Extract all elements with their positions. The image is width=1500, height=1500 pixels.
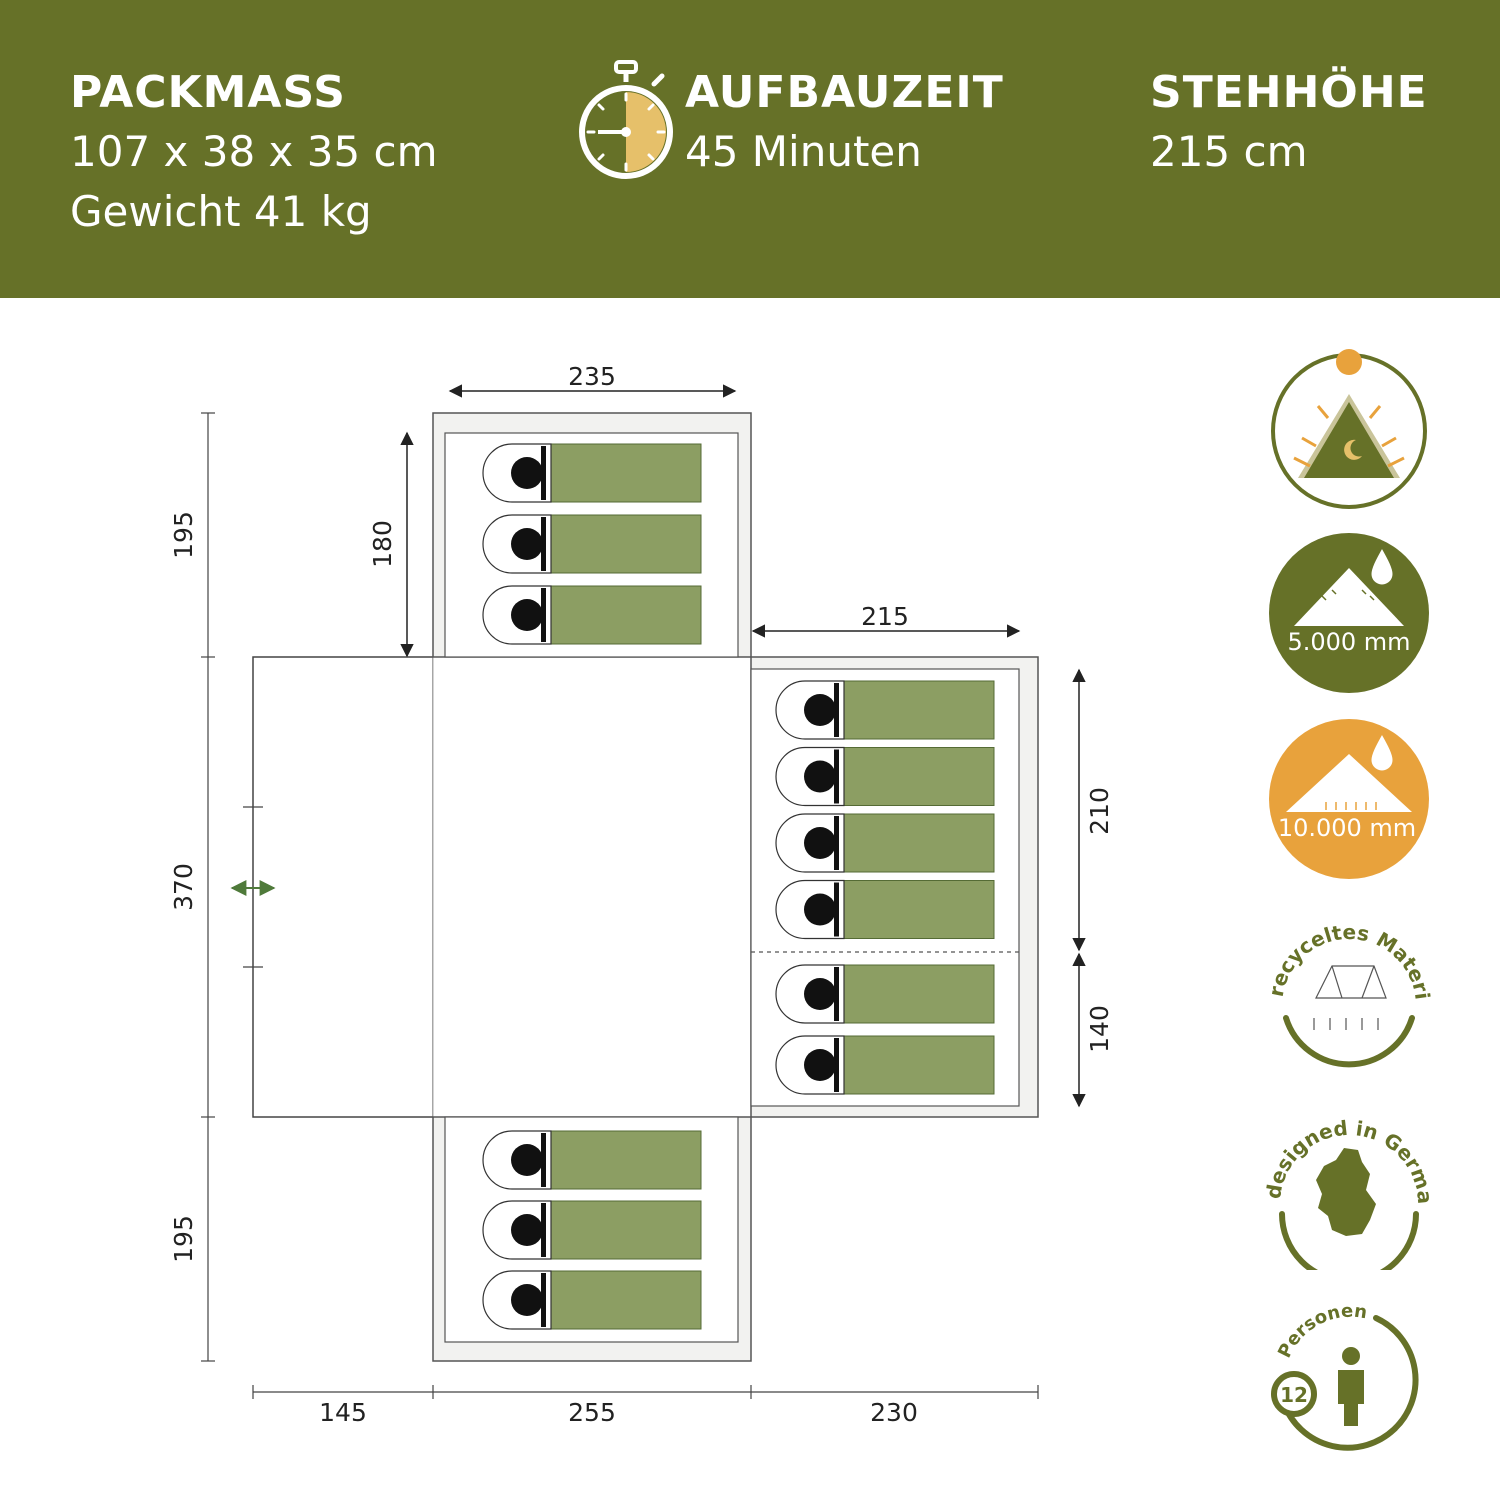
sleeping-place bbox=[775, 813, 995, 873]
setup-time-title: AUFBAUZEIT bbox=[685, 67, 1004, 118]
header-banner: PACKMASS 107 x 38 x 35 cm Gewicht 41 kg … bbox=[0, 0, 1500, 298]
head-icon bbox=[804, 893, 836, 926]
living-area bbox=[432, 656, 752, 1118]
sleeping-places-bottom bbox=[482, 1130, 702, 1330]
sun-uv-protection-icon bbox=[1271, 349, 1427, 509]
germany-map-icon bbox=[1316, 1148, 1376, 1236]
stopwatch-icon bbox=[579, 60, 673, 179]
head-icon bbox=[511, 1144, 543, 1176]
head-icon bbox=[804, 978, 836, 1010]
pack-size-value: 107 x 38 x 35 cm bbox=[70, 127, 438, 176]
standing-height-value: 215 cm bbox=[1150, 127, 1308, 176]
head-icon bbox=[804, 827, 836, 859]
head-icon bbox=[511, 457, 543, 489]
recycled-material-icon: recyceltes Material bbox=[1266, 910, 1432, 1068]
designed-in-germany-icon: designed in Germany bbox=[1266, 1104, 1432, 1270]
sleeping-places-top bbox=[482, 443, 702, 645]
svg-text:recyceltes Material: recyceltes Material bbox=[1266, 910, 1432, 1001]
persons-icon: Personen 12 bbox=[1271, 1301, 1419, 1451]
dim-bottom-right: 230 bbox=[870, 1398, 918, 1427]
head-icon bbox=[511, 1214, 543, 1246]
sleeping-place bbox=[775, 1035, 995, 1095]
vestibule-area bbox=[252, 656, 434, 1118]
persons-count: 12 bbox=[1280, 1383, 1308, 1407]
tent-floor-plan: 195 370 195 180 235 215 210 140 145 255 … bbox=[169, 362, 1114, 1427]
dim-top-cabin-depth: 180 bbox=[368, 520, 397, 568]
head-icon bbox=[511, 1284, 543, 1316]
sleeping-place bbox=[775, 964, 995, 1024]
recycled-material-label: recyceltes Material bbox=[1266, 910, 1432, 1001]
sleeping-place bbox=[775, 879, 995, 940]
weight-value: Gewicht 41 kg bbox=[70, 187, 372, 236]
dim-top-cabin-width: 235 bbox=[568, 362, 616, 391]
dim-left-top: 195 bbox=[169, 511, 198, 559]
left-dimension-line bbox=[201, 412, 215, 1362]
standing-height-block: STEHHÖHE 215 cm bbox=[1150, 64, 1428, 182]
head-icon bbox=[511, 528, 543, 560]
dim-left-bottom: 195 bbox=[169, 1215, 198, 1263]
setup-time-block: AUFBAUZEIT 45 Minuten bbox=[685, 64, 1004, 182]
waterproof-10000-icon: 10.000 mm bbox=[1269, 719, 1429, 879]
dim-right-lower: 140 bbox=[1085, 1005, 1114, 1053]
waterproof-5000-icon: 5.000 mm bbox=[1269, 533, 1429, 693]
dim-bottom-middle: 255 bbox=[568, 1398, 616, 1427]
waterproof-10000-label: 10.000 mm bbox=[1278, 814, 1416, 842]
sleeping-place bbox=[775, 746, 995, 807]
dim-bottom-left: 145 bbox=[319, 1398, 367, 1427]
dim-right-upper: 210 bbox=[1085, 787, 1114, 835]
head-icon bbox=[804, 760, 836, 793]
setup-time-value: 45 Minuten bbox=[685, 127, 922, 176]
dim-right-cabin-width: 215 bbox=[861, 602, 909, 631]
head-icon bbox=[804, 694, 836, 726]
pack-size-title: PACKMASS bbox=[70, 67, 346, 118]
bottom-dimension-line bbox=[252, 1385, 1039, 1399]
sleeping-place bbox=[482, 1270, 702, 1330]
sleeping-places-right bbox=[775, 680, 995, 1095]
sleeping-place bbox=[482, 585, 702, 645]
pack-size-block: PACKMASS 107 x 38 x 35 cm Gewicht 41 kg bbox=[70, 64, 438, 242]
head-icon bbox=[511, 599, 543, 631]
dim-left-middle: 370 bbox=[169, 863, 198, 911]
sleeping-place bbox=[482, 1200, 702, 1260]
sleeping-place bbox=[775, 680, 995, 740]
sleeping-place bbox=[482, 514, 702, 574]
standing-height-title: STEHHÖHE bbox=[1150, 67, 1428, 118]
waterproof-5000-label: 5.000 mm bbox=[1287, 628, 1410, 656]
sleeping-place bbox=[482, 1130, 702, 1190]
sleeping-place bbox=[482, 443, 702, 503]
head-icon bbox=[804, 1049, 836, 1081]
